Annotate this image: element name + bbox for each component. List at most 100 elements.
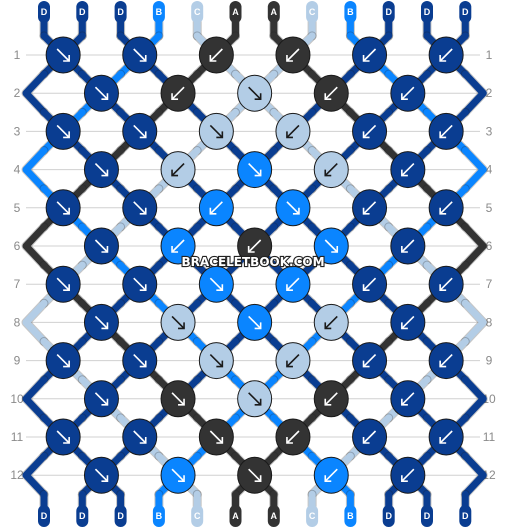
knot (198, 189, 234, 227)
string-end (306, 1, 319, 23)
top-string-label: D (76, 1, 89, 23)
knot (390, 303, 426, 341)
string-end (306, 505, 319, 527)
string-letter: C (309, 7, 316, 17)
arrow-head-icon (439, 131, 447, 139)
strand-segment (461, 452, 487, 498)
arrow-icon (248, 86, 262, 100)
strand-segment (461, 223, 487, 269)
bottom-string-label: A (229, 505, 242, 527)
arrow-head-icon (324, 93, 332, 100)
arrow-head-icon (286, 437, 293, 444)
string-end (229, 1, 242, 23)
arrow-icon (209, 124, 223, 138)
knot (390, 227, 426, 265)
row-label-left: 4 (14, 163, 21, 177)
knot (313, 227, 349, 265)
row-label-left: 7 (14, 277, 21, 291)
arrow-icon (209, 277, 223, 291)
arrow-icon (439, 354, 453, 368)
arrow-icon (362, 430, 377, 444)
arrow-head-icon (286, 284, 293, 292)
arrow-icon (171, 468, 185, 482)
arrow-icon (209, 430, 223, 444)
arrow-icon (209, 201, 223, 215)
string-letter: D (424, 7, 431, 17)
string-letter: C (194, 7, 201, 17)
arrow-head-icon (101, 246, 109, 253)
arrow-icon (401, 239, 415, 253)
string-end (76, 505, 89, 527)
row-label-left: 6 (14, 239, 21, 253)
knot (45, 265, 81, 303)
knot (122, 36, 158, 74)
arrow-icon (56, 430, 70, 444)
string-end (382, 1, 395, 23)
string-letter: D (385, 7, 392, 17)
knot (390, 456, 426, 494)
arrow-icon (94, 163, 109, 177)
string-letter: D (462, 511, 469, 521)
bottom-string-label: C (306, 505, 319, 527)
row-label-left: 1 (14, 48, 21, 62)
knot (160, 227, 196, 265)
row-label-left: 9 (14, 354, 21, 368)
string-end (114, 1, 127, 23)
arrow-icon (362, 277, 377, 291)
string-letter: A (232, 7, 239, 17)
row-label-left: 2 (14, 86, 21, 100)
knot (45, 418, 81, 456)
arrow-icon (209, 354, 223, 368)
arrow-icon (401, 392, 415, 406)
knot (275, 36, 311, 74)
arrow-icon (286, 430, 300, 444)
string-letter: D (41, 511, 48, 521)
arrow-head-icon (139, 55, 147, 62)
arrow-head-icon (178, 322, 185, 330)
arrow-icon (401, 315, 415, 329)
strand-segment (461, 376, 487, 422)
arrow-icon (439, 430, 453, 444)
arrow-icon (171, 392, 185, 406)
arrow-head-icon (209, 55, 217, 62)
string-letter: B (347, 511, 354, 521)
knot (237, 227, 273, 265)
arrow-head-icon (216, 284, 224, 292)
knot (160, 151, 196, 189)
knot (198, 112, 234, 150)
arrow-head-icon (171, 169, 179, 177)
arrow-icon (209, 48, 223, 62)
arrow-head-icon (362, 55, 370, 62)
string-letter: D (385, 511, 392, 521)
arrow-head-icon (362, 284, 370, 292)
knot (83, 303, 119, 341)
strand-segment (22, 223, 48, 269)
knot (83, 380, 119, 418)
row-label-left: 5 (14, 201, 21, 215)
arrow-head-icon (209, 207, 217, 215)
string-end (267, 505, 280, 527)
arrow-head-icon (254, 322, 262, 330)
string-end (152, 505, 165, 527)
string-end (459, 1, 472, 23)
knot (45, 36, 81, 74)
row-label-right: 1 (486, 48, 493, 62)
knot (45, 342, 81, 380)
arrow-icon (94, 86, 109, 100)
arrow-icon (286, 48, 300, 62)
row-label-right: 3 (486, 124, 493, 138)
row-label-right: 5 (486, 201, 493, 215)
arrow-icon (286, 124, 300, 138)
arrow-icon (439, 201, 453, 215)
knot (313, 151, 349, 189)
knot (122, 342, 158, 380)
arrow-icon (324, 163, 338, 177)
arrow-icon (56, 48, 70, 62)
knot (352, 36, 388, 74)
arrow-head-icon (401, 169, 408, 177)
arrow-icon (362, 354, 377, 368)
arrow-head-icon (254, 93, 262, 100)
knot (428, 189, 464, 227)
string-letter: B (347, 7, 354, 17)
